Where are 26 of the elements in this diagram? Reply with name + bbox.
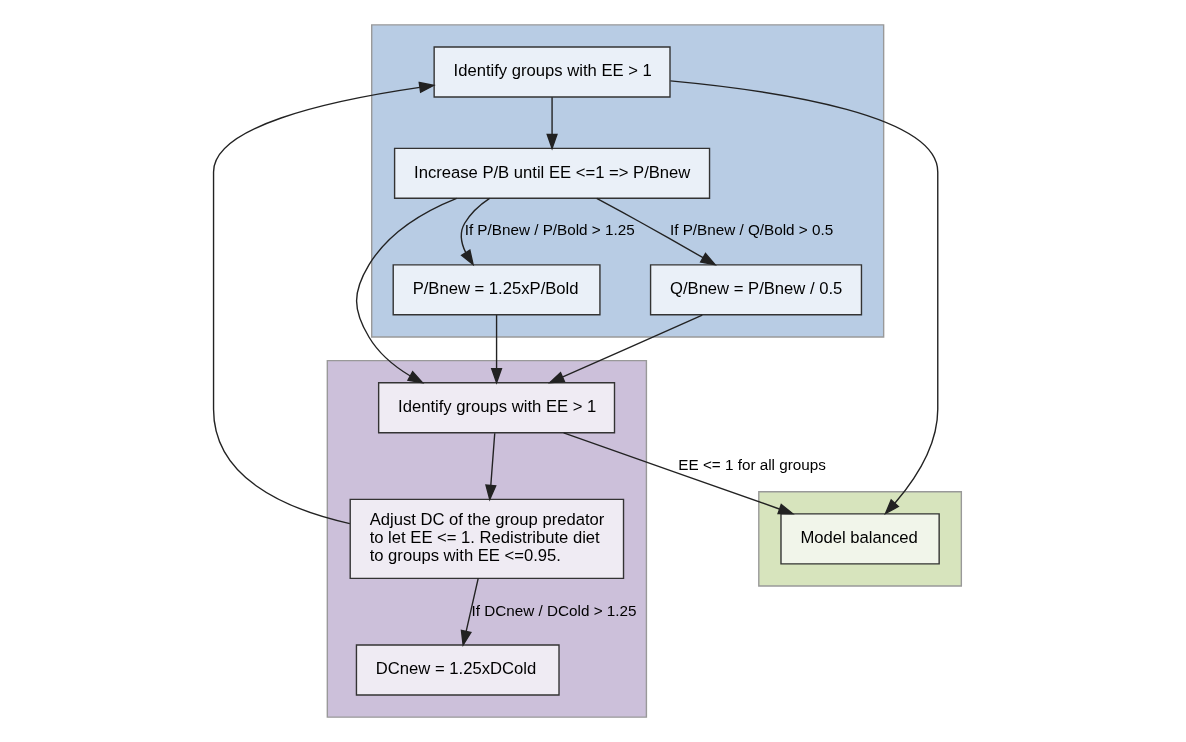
cluster — [371, 24, 885, 338]
arrow — [562, 432, 795, 515]
arrow — [485, 432, 497, 502]
arrow — [355, 197, 458, 384]
node-box: DCnew = 1.25xDCold — [355, 644, 560, 696]
arrow — [547, 314, 703, 384]
node-box: Identify groups with EE > 1 — [377, 382, 616, 434]
cluster — [326, 359, 648, 718]
cluster — [758, 491, 963, 587]
arrow — [460, 197, 491, 267]
node-box: Increase P/B until EE <=1 => P/Bnew — [393, 147, 711, 199]
arrow — [596, 197, 717, 266]
edge-label: If P/Bnew / P/Bold > 1.25 — [464, 221, 635, 239]
node-box: P/Bnew = 1.25xP/Bold — [392, 264, 601, 316]
arrow — [460, 577, 479, 647]
edge-label: EE <= 1 for all groups — [678, 455, 826, 473]
node-box: Model balanced — [780, 513, 940, 565]
arrow — [212, 81, 436, 525]
arrow — [490, 314, 503, 385]
arrow — [546, 96, 558, 151]
node-box: Q/Bnew = P/Bnew / 0.5 — [649, 264, 863, 316]
edge-label: If DCnew / DCold > 1.25 — [471, 601, 637, 619]
node-box: Adjust DC of the group predator to let EE <= 1. Redistribute diet to groups with EE <=0.95. — [349, 498, 625, 580]
node-box: Identify groups with EE > 1 — [433, 46, 671, 98]
edge-label: If P/Bnew / Q/Bold > 0.5 — [670, 221, 834, 239]
arrow — [669, 80, 939, 516]
